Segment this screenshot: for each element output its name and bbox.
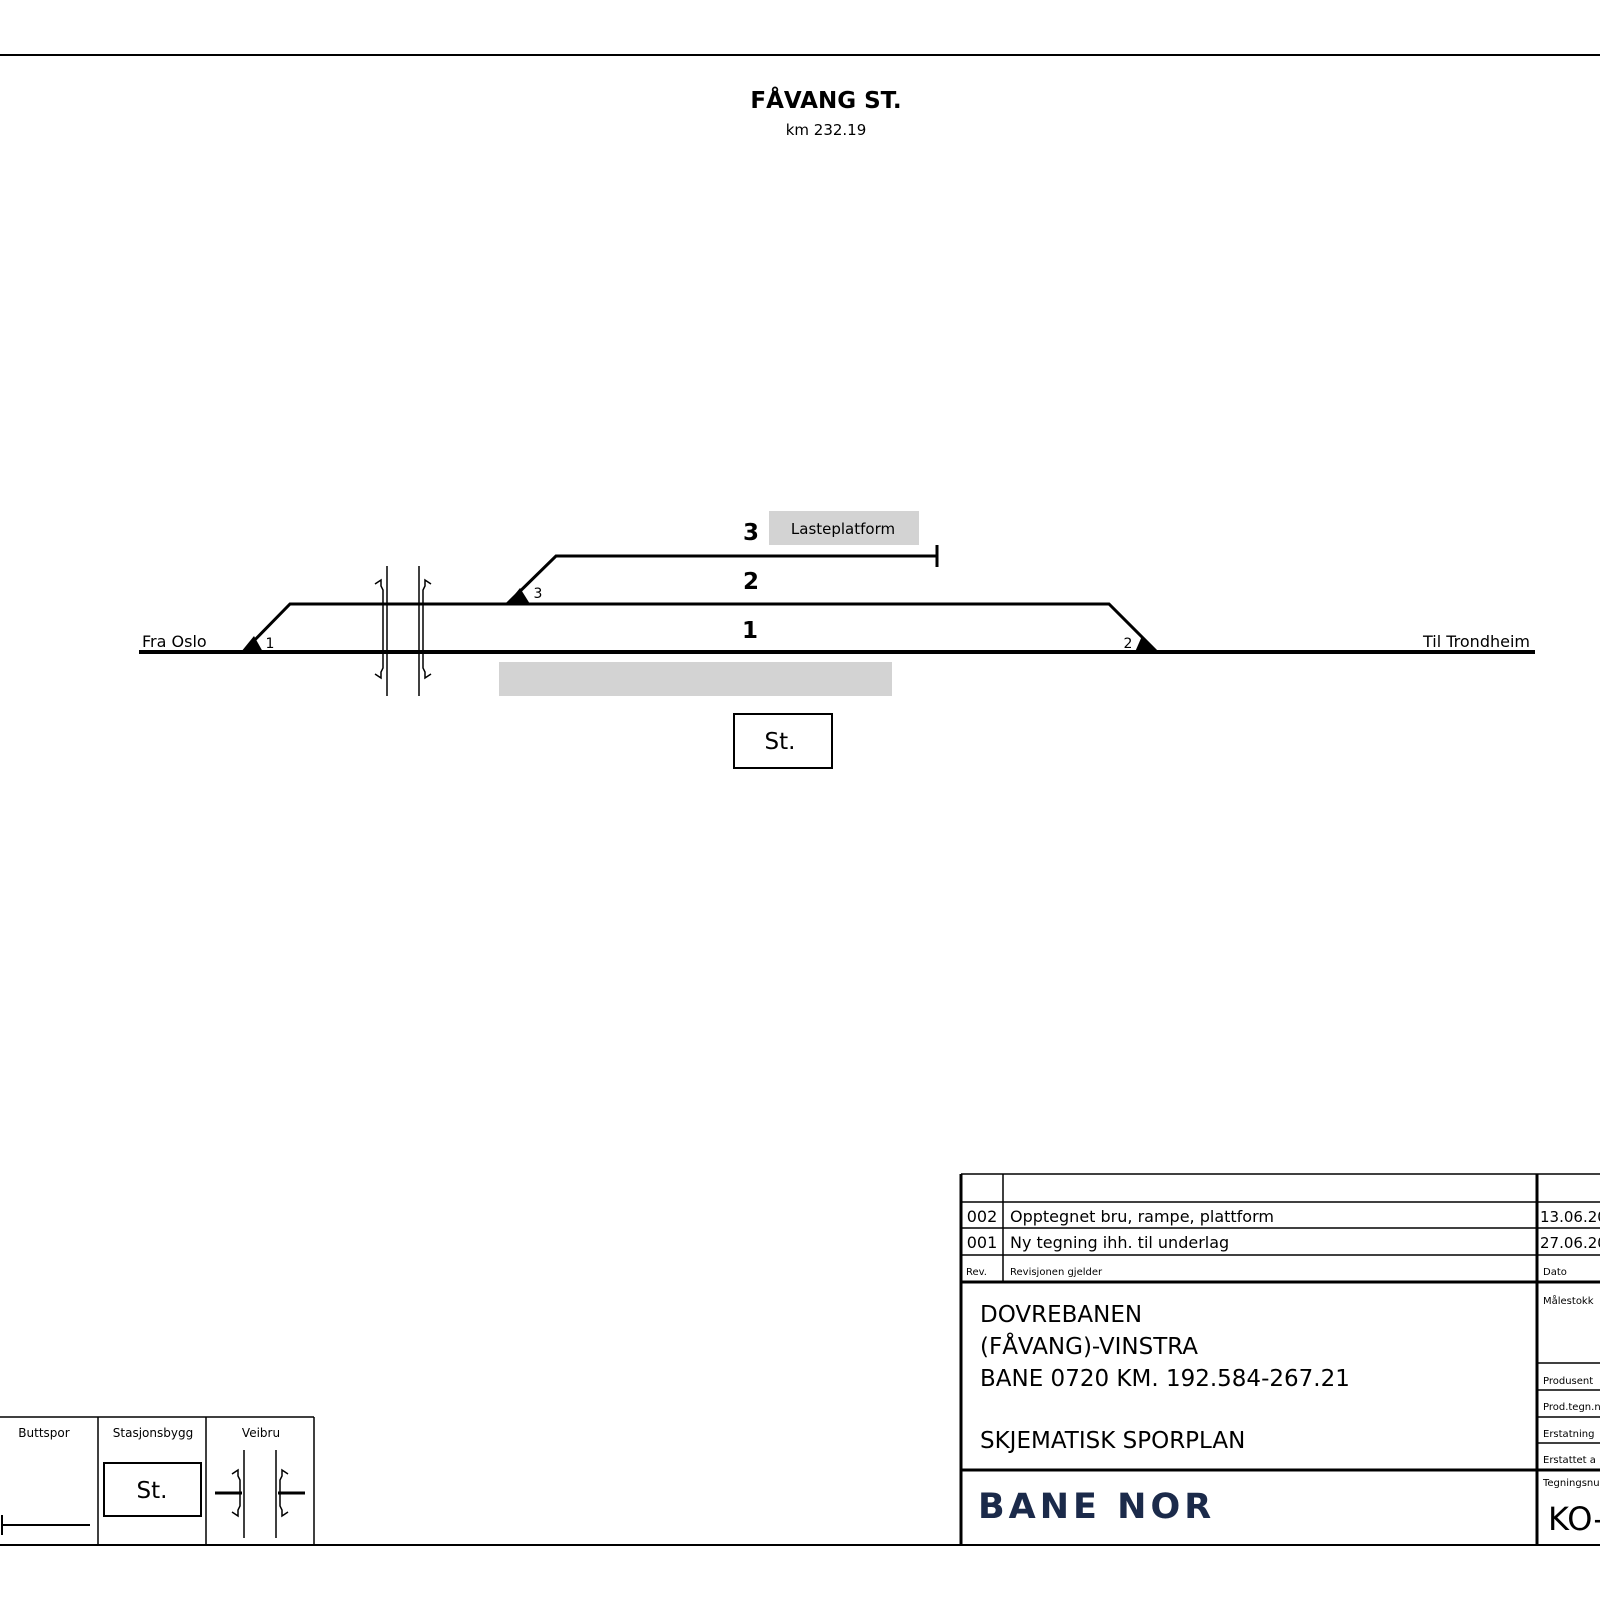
label-malestokk: Målestokk xyxy=(1543,1294,1594,1307)
station-km: km 232.19 xyxy=(786,121,867,139)
label-tegningsnummer: Tegningsnu xyxy=(1542,1478,1600,1489)
station-title: FÅVANG ST. xyxy=(750,86,901,114)
project-line-3: BANE 0720 KM. 192.584-267.21 xyxy=(980,1366,1350,1392)
rev-date-001: 27.06.20 xyxy=(1540,1234,1600,1252)
buffer-stop-icon xyxy=(1,1515,90,1535)
bane-nor-logo: BANE NOR xyxy=(978,1487,1215,1527)
label-erstattet: Erstattet a xyxy=(1543,1455,1596,1466)
road-bridge-icon xyxy=(374,566,432,696)
switch-1-icon xyxy=(241,636,263,652)
legend-label-buttspor: Buttspor xyxy=(18,1426,69,1440)
rev-desc-001: Ny tegning ihh. til underlag xyxy=(1010,1233,1229,1252)
drawing-title: SKJEMATISK SPORPLAN xyxy=(980,1428,1245,1454)
road-bridge-legend-icon xyxy=(215,1450,305,1538)
track-label-1: 1 xyxy=(742,618,758,644)
col-header-rev: Rev. xyxy=(966,1267,987,1278)
track-label-2: 2 xyxy=(743,569,759,595)
track-3 xyxy=(505,554,937,606)
station-building-label: St. xyxy=(765,729,796,755)
loading-platform-label: Lasteplatform xyxy=(791,520,895,538)
legend-label-stasjonsbygg: Stasjonsbygg xyxy=(113,1426,193,1440)
switch-label-1: 1 xyxy=(266,636,275,652)
label-erstatning: Erstatning xyxy=(1543,1429,1594,1440)
switch-2-icon xyxy=(1135,636,1157,652)
project-line-2: (FÅVANG)-VINSTRA xyxy=(980,1332,1198,1360)
direction-to-trondheim: Til Trondheim xyxy=(1422,632,1530,651)
rev-number-002: 002 xyxy=(967,1207,998,1226)
switch-label-2: 2 xyxy=(1124,636,1133,652)
switch-label-3: 3 xyxy=(534,586,543,602)
label-produsent: Produsent xyxy=(1543,1376,1593,1387)
legend: Buttspor Stasjonsbygg Veibru St. xyxy=(0,1416,315,1545)
station-building xyxy=(733,713,833,769)
logo-text: BANE NOR xyxy=(978,1487,1215,1527)
rev-date-002: 13.06.20 xyxy=(1540,1208,1600,1226)
rev-desc-002: Opptegnet bru, rampe, plattform xyxy=(1010,1207,1274,1226)
col-header-description: Revisjonen gjelder xyxy=(1010,1267,1103,1278)
loading-platform xyxy=(769,511,919,545)
station-building-icon xyxy=(103,1462,202,1517)
track-2 xyxy=(241,602,1159,654)
label-prod-tegn: Prod.tegn.n xyxy=(1543,1402,1600,1413)
title-block: 002 Opptegnet bru, rampe, plattform 13.0… xyxy=(959,1173,1600,1545)
passenger-platform xyxy=(499,662,892,696)
project-line-1: DOVREBANEN xyxy=(980,1302,1142,1328)
track-label-3: 3 xyxy=(743,520,759,546)
switch-3-icon xyxy=(507,588,530,604)
col-header-date: Dato xyxy=(1543,1267,1567,1278)
legend-label-veibru: Veibru xyxy=(242,1426,280,1440)
legend-station-symbol-text: St. xyxy=(137,1478,168,1504)
rev-number-001: 001 xyxy=(967,1233,998,1252)
direction-from-oslo: Fra Oslo xyxy=(142,632,207,651)
drawing-number: KO- xyxy=(1548,1500,1600,1538)
